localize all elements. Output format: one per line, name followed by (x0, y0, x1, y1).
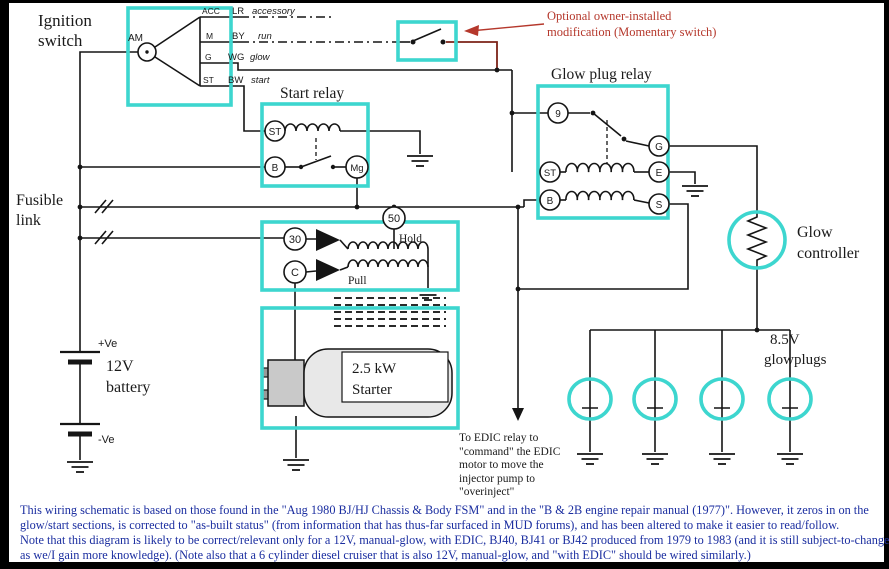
glow-relay-g-text: G (655, 142, 663, 153)
start-relay-box (260, 102, 370, 188)
wire-code-g: WG (228, 52, 244, 63)
battery-label-line1: 12V (106, 358, 134, 375)
terminal-50 (382, 206, 406, 230)
wire-word-accessory: accessory (252, 6, 296, 17)
wire-code-m: BY (232, 31, 245, 42)
solenoid-box (260, 220, 460, 292)
edic-note-line1: To EDIC relay to (459, 432, 539, 444)
glow-controller-wiring (745, 212, 769, 330)
wire-word-start: start (251, 75, 270, 86)
glow-relay-9-text: 9 (555, 109, 561, 120)
glowplugs-label-line1: 8.5V (770, 332, 800, 348)
glow-relay-st-text: ST (544, 168, 556, 179)
momentary-switch-wiring (396, 28, 498, 70)
glow-controller-label-line2: controller (797, 245, 860, 262)
glow-controller-circle (727, 210, 787, 270)
glow-relay-s-text: S (656, 200, 663, 211)
terminal-glow-relay-9 (547, 102, 569, 124)
terminal-g-label: G (205, 52, 212, 62)
edic-note-line3: motor to move the (459, 459, 544, 471)
glow-relay-b-text: B (547, 196, 554, 207)
terminal-acc-label: ACC (202, 6, 220, 16)
terminal-glow-relay-e (648, 161, 670, 183)
glow-relay-wiring (518, 110, 758, 290)
start-relay-title: Start relay (280, 85, 344, 102)
terminal-st-label: ST (203, 75, 214, 85)
momentary-note-line1: Optional owner-installed (547, 9, 672, 23)
terminal-start-relay-st (264, 120, 286, 142)
caption-line3: Note that this diagram is likely to be c… (20, 533, 889, 547)
terminal-glow-relay-st (539, 161, 561, 183)
highlight-boxes (126, 6, 813, 430)
battery-minus-label: -Ve (98, 434, 115, 446)
terminal-glow-relay-s (648, 193, 670, 215)
pull-coil-label: Pull (348, 275, 367, 287)
battery-label-line2: battery (106, 379, 150, 396)
starter-label-line2: Starter (352, 382, 392, 398)
hold-coil-label: Hold (399, 233, 422, 245)
solenoid-wiring (294, 229, 429, 362)
terminal-start-relay-mg (345, 155, 369, 179)
wire-code-st: BW (228, 75, 243, 86)
ignition-switch-wiring (154, 16, 548, 172)
starter-box (260, 306, 460, 430)
wire-word-glow: glow (250, 52, 271, 63)
terminal-m-label: M (206, 31, 213, 41)
starter-wiring (295, 297, 446, 458)
terminal-30 (283, 227, 307, 251)
battery-feed-wiring (79, 51, 540, 352)
ignition-switch-label-line1: Ignition (38, 11, 92, 30)
edic-note-line5: "overinject" (459, 486, 514, 498)
terminal-glow-relay-b (539, 189, 561, 211)
caption-line2: glow/start sections, is corrected to "as… (20, 518, 839, 532)
glowplug-3-circle (699, 377, 745, 421)
start-relay-st-text: ST (269, 127, 282, 138)
terminal-start-relay-b (264, 156, 286, 178)
ignition-switch-box (126, 6, 233, 107)
fusible-link-label-line1: Fusible (16, 192, 63, 209)
glowplugs-label-line2: glowplugs (764, 352, 827, 368)
fusible-link-label-line2: link (16, 212, 41, 229)
terminal-c-text: C (291, 267, 299, 279)
terminal-glow-relay-g (648, 135, 670, 157)
starter-label-box (341, 351, 449, 403)
starter-label-line1: 2.5 kW (352, 361, 397, 377)
glow-relay-e-text: E (656, 168, 663, 179)
wire-word-run: run (258, 31, 272, 42)
caption-line1: This wiring schematic is based on those … (20, 503, 869, 517)
ignition-switch-label-line2: switch (38, 31, 83, 50)
momentary-switch-box (396, 20, 458, 62)
glowplug-1-circle (567, 377, 613, 421)
wire-code-acc: LR (232, 6, 244, 17)
caption-line4: as we/I gain more knowledge). (Note also… (20, 548, 751, 562)
terminals (137, 42, 670, 284)
terminal-c (283, 260, 307, 284)
glow-controller-label-line1: Glow (797, 224, 833, 241)
glow-plug-relay-box (536, 84, 670, 220)
momentary-note-line2: modification (Momentary switch) (547, 25, 716, 39)
terminal-am-label: AM (128, 33, 143, 44)
terminal-50-text: 50 (388, 213, 400, 225)
battery-plus-label: +Ve (98, 338, 117, 350)
glow-plug-relay-title: Glow plug relay (551, 66, 652, 83)
start-relay-b-text: B (272, 163, 279, 174)
momentary-note-arrow (464, 23, 545, 36)
glowplug-4-circle (767, 377, 813, 421)
terminal-30-text: 30 (289, 234, 301, 246)
edic-wiring (512, 207, 524, 421)
edic-note-line2: "command" the EDIC (459, 446, 561, 458)
edic-note-line4: injector pump to (459, 473, 535, 485)
battery-symbol (60, 350, 100, 460)
start-relay-mg-text: Mg (350, 163, 363, 174)
glowplug-2-circle (632, 377, 678, 421)
